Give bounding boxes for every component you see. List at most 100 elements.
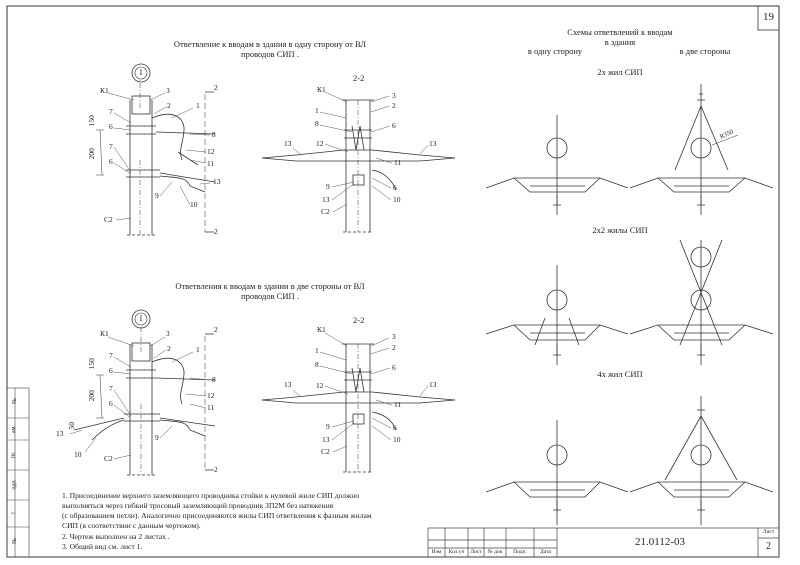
top-label-6a: 6 <box>109 122 113 131</box>
doc-code: 21.0112-03 <box>634 536 685 548</box>
pole-elevation-bottom <box>73 325 216 476</box>
node-mark-circle-top <box>131 63 151 83</box>
scheme-row1-label: 2х жил СИП <box>597 67 643 77</box>
top-label-3: 3 <box>166 86 170 95</box>
tb-col-date: Дата <box>540 549 551 555</box>
bottom-sec-label-13c: 13 <box>322 435 330 444</box>
bottom-sec-label-13b: 13 <box>429 380 437 389</box>
note-line-1: 1. Присоединение верхнего заземляющего п… <box>62 491 360 500</box>
bottom-label-c2: С2 <box>104 454 113 463</box>
bottom-sec-label-8: 8 <box>315 360 319 369</box>
bottom-sec-label-3: 3 <box>392 332 396 341</box>
side-stamp-1: № <box>11 398 18 404</box>
scheme-row3-label: 4х жил СИП <box>597 369 643 379</box>
top-sec-label-6b: 6 <box>393 183 397 192</box>
bottom-sec-label-13a: 13 <box>284 380 292 389</box>
tb-col-izm: Изм <box>431 549 442 555</box>
top-sec-label-1: 1 <box>315 106 319 115</box>
top-sec-label-13a: 13 <box>284 139 292 148</box>
top-label-9: 9 <box>155 191 159 200</box>
bottom-label-k1: К1 <box>100 329 109 338</box>
top-sec-label-8: 8 <box>315 119 319 128</box>
top-sec-label-13b: 13 <box>429 139 437 148</box>
bottom-sec-label-11: 11 <box>394 400 402 409</box>
scheme-row2-one-side <box>485 265 629 365</box>
side-stamp-4: одп <box>11 480 18 490</box>
top-title-line1: Ответвление к вводам в здания в одну сто… <box>173 39 367 49</box>
top-sec-label-c2: С2 <box>321 207 330 216</box>
bottom-label-10: 10 <box>74 450 82 459</box>
bottom-label-6b: 6 <box>109 399 113 408</box>
bottom-label-6a: 6 <box>109 366 113 375</box>
top-sec-label-6: 6 <box>392 121 396 130</box>
top-sec-label-2: 2 <box>392 101 396 110</box>
top-sec-label-3: 3 <box>392 91 396 100</box>
top-label-k1: К1 <box>100 86 109 95</box>
bottom-label-9: 9 <box>155 433 159 442</box>
note-line-5: 2. Чертеж выполнен на 2 листах . <box>62 532 170 541</box>
bottom-label-7a: 7 <box>109 351 113 360</box>
node-mark-circle-bottom <box>131 309 151 329</box>
tb-col-sign: Подп. <box>513 549 527 555</box>
top-label-13: 13 <box>213 177 221 186</box>
leaders-top-section <box>292 91 429 213</box>
scheme-row3-one-side <box>485 420 629 525</box>
bottom-sec-label-c2: С2 <box>321 447 330 456</box>
schemes-col-right: в две стороны <box>679 46 731 56</box>
scheme-row3-two-sides <box>629 396 774 525</box>
top-sec-label-11: 11 <box>394 158 402 167</box>
tb-col-kol: Кол.уч <box>448 549 465 555</box>
schemes-title-line2: в здания <box>604 37 636 47</box>
tb-col-doc: № док <box>487 549 503 555</box>
top-sec-label-12: 12 <box>316 139 324 148</box>
page-number: 19 <box>763 11 774 23</box>
note-line-2: выполняться через гибкий тросовый заземл… <box>62 501 334 510</box>
top-label-10: 10 <box>190 200 198 209</box>
section-view-top <box>261 99 456 233</box>
top-dim-150: 150 <box>86 115 96 127</box>
schemes-col-left: в одну сторону <box>527 46 583 56</box>
bottom-section-label: 2-2 <box>353 315 365 325</box>
scheme-row2-label: 2х2 жилы СИП <box>592 225 648 235</box>
bottom-label-2: 2 <box>167 344 171 353</box>
top-label-8: 8 <box>212 130 216 139</box>
top-cut-mark-upper: 2 <box>214 83 218 92</box>
tb-col-list: Лист <box>470 549 482 555</box>
top-label-11: 11 <box>207 159 215 168</box>
bottom-label-12: 12 <box>207 391 215 400</box>
bottom-cut-mark-upper: 2 <box>214 325 218 334</box>
bottom-sec-label-12: 12 <box>316 381 324 390</box>
note-line-6: 3. Общий вид см. лист 1. <box>62 542 143 551</box>
top-sec-label-9: 9 <box>326 182 330 191</box>
sheet-frame <box>6 5 780 558</box>
side-stamp <box>6 387 30 558</box>
page-number-box <box>757 5 780 31</box>
bottom-label-1: 1 <box>196 345 200 354</box>
title-block <box>427 527 780 558</box>
top-section-label: 2-2 <box>353 73 365 83</box>
scheme-row2-two-sides <box>629 239 774 365</box>
top-label-6b: 6 <box>109 157 113 166</box>
side-stamp-2: ам. <box>10 425 17 433</box>
bottom-title-line2: проводов СИП . <box>241 291 299 301</box>
schemes-title-line1: Схемы ответвлений к вводам <box>567 27 673 37</box>
top-label-12: 12 <box>207 147 215 156</box>
top-label-2: 2 <box>167 101 171 110</box>
top-label-7b: 7 <box>109 142 113 151</box>
bottom-sec-label-10: 10 <box>393 435 401 444</box>
bottom-label-7b: 7 <box>109 384 113 393</box>
top-label-1: 1 <box>196 101 200 110</box>
bottom-sec-label-2: 2 <box>392 343 396 352</box>
sheet-number: 2 <box>766 541 771 552</box>
scheme-row1-one-side <box>485 115 629 215</box>
top-dim-200: 200 <box>86 148 96 160</box>
bottom-sec-label-6b: 6 <box>393 423 397 432</box>
bottom-dim-150: 150 <box>86 358 96 370</box>
bottom-title-line1: Ответвления к вводам в здании в две стор… <box>175 281 365 291</box>
leaders-bottom-elevation <box>69 336 211 460</box>
top-title-line2: проводов СИП . <box>241 49 299 59</box>
top-node-mark: I <box>139 68 143 77</box>
bottom-node-mark: I <box>139 314 143 323</box>
top-label-7a: 7 <box>109 107 113 116</box>
